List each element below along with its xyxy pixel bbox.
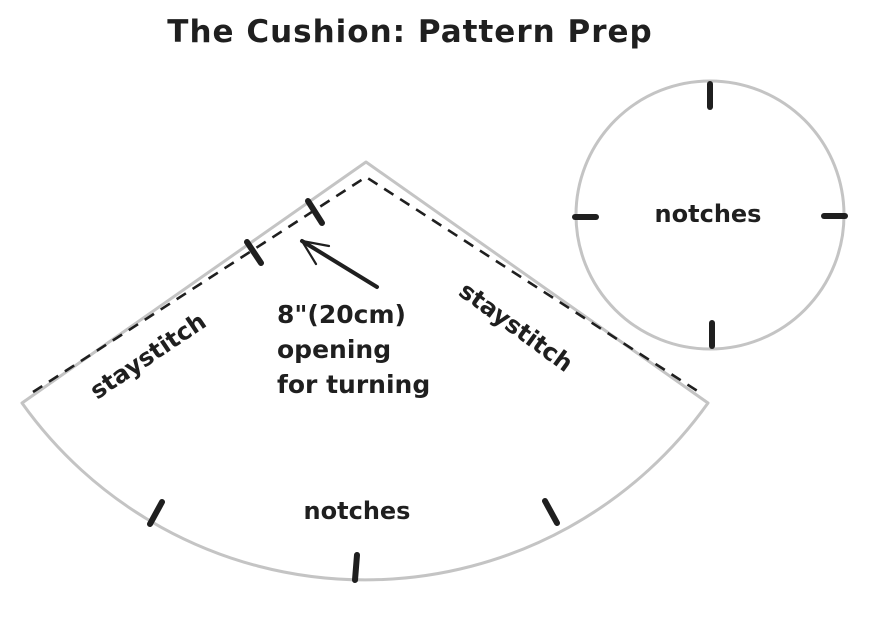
- opening-notch-mark: [244, 239, 264, 266]
- curve-notch-mark: [352, 552, 360, 583]
- arrow-shaft: [300, 239, 379, 289]
- curve-notch-mark: [147, 499, 165, 527]
- opening-arrow: [300, 239, 379, 289]
- pattern-piece-outline: [20, 160, 710, 582]
- curve-notch-mark: [542, 498, 560, 526]
- notches-label-panel: notches: [303, 497, 411, 525]
- arrowhead-barb: [300, 239, 331, 248]
- diagram-title: The Cushion: Pattern Prep: [167, 14, 653, 50]
- notches-label-circle: notches: [654, 200, 762, 228]
- opening-notch-mark: [305, 198, 325, 226]
- opening-annotation: 8"(20cm) opening for turning: [277, 300, 431, 399]
- arrowhead-barb: [300, 239, 318, 266]
